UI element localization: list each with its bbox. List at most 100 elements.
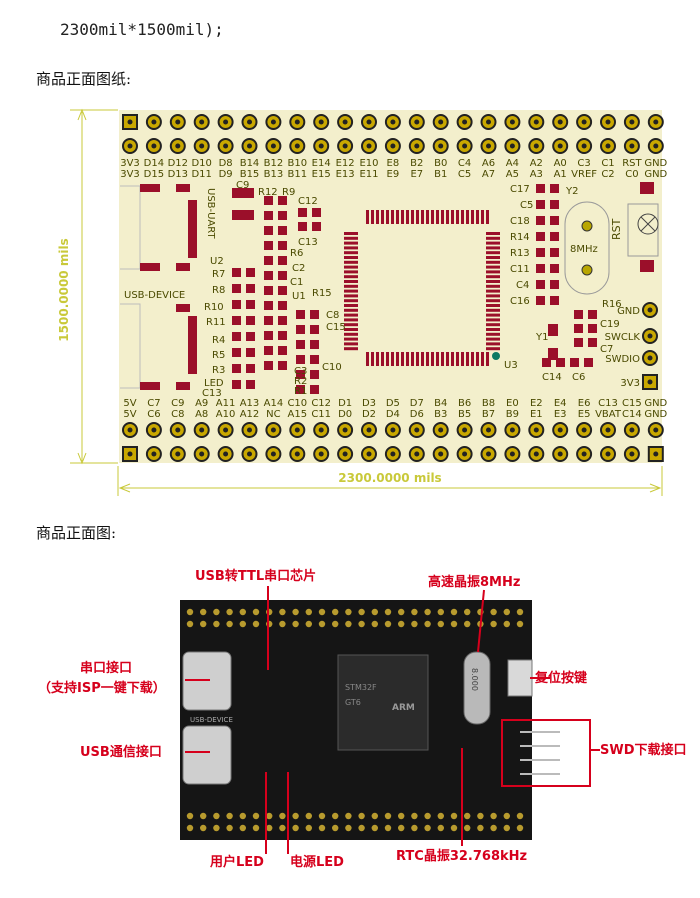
pin-label: A1 (554, 169, 567, 180)
smd-pad (310, 310, 319, 319)
photo-crystal (463, 651, 491, 725)
swd-label: SWDIO (605, 354, 640, 365)
smd-pad (232, 332, 241, 341)
component-label: R12 (258, 187, 278, 198)
smd-pad (542, 358, 551, 367)
pin-label: D10 (191, 158, 211, 169)
pin-label: C15 (622, 398, 642, 409)
pin-label: VBAT (595, 409, 622, 420)
smd-pad (264, 361, 273, 370)
pin-label: B8 (482, 398, 495, 409)
pin-label: C2 (601, 169, 614, 180)
pin-label: 5V (123, 409, 136, 420)
smd-pad (246, 348, 255, 357)
pin-label: RST (622, 158, 642, 169)
swd-label: GND (617, 306, 640, 317)
pin-label: E9 (387, 169, 400, 180)
callout-isp: （支持ISP一键下载） (38, 680, 166, 696)
smd-pad (246, 380, 255, 389)
smd-pad (588, 310, 597, 319)
smd-pad (550, 264, 559, 273)
smd-pad (278, 286, 287, 295)
photo-header-holes (186, 608, 524, 832)
photo-usb-device-label: USB-DEVICE (190, 716, 233, 724)
width-dim-label: 2300.0000 mils (338, 471, 441, 485)
smd-pad (536, 216, 545, 225)
smd-pad (264, 331, 273, 340)
pin-label: C5 (458, 169, 471, 180)
component-label: R8 (212, 285, 225, 296)
pin-label: E11 (359, 169, 378, 180)
pin-label: B12 (264, 158, 284, 169)
pin-label: B2 (410, 158, 423, 169)
pin-label: E12 (336, 158, 355, 169)
component-label: Y1 (535, 332, 548, 343)
callout-usb-ttl: USB转TTL串口芯片 (195, 568, 316, 584)
height-dimension (70, 108, 118, 465)
smd-pad (550, 280, 559, 289)
pin-label: B15 (240, 169, 260, 180)
smd-pad (232, 268, 241, 277)
usb-device-connector (120, 303, 197, 390)
pin-label: D15 (144, 169, 164, 180)
pin-label: D8 (219, 158, 233, 169)
pin-label: E4 (554, 398, 567, 409)
component-label: R3 (212, 365, 225, 376)
smd-pad (232, 188, 254, 198)
component-label: R4 (212, 335, 225, 346)
smd-pad (278, 316, 287, 325)
smd-pad (296, 310, 305, 319)
passive-pads (232, 184, 597, 394)
pin-label: A12 (240, 409, 260, 420)
pin-label: A4 (506, 158, 519, 169)
pin-label: C4 (458, 158, 471, 169)
pin-label: E13 (336, 169, 355, 180)
component-label: R13 (510, 248, 530, 259)
smd-pad (278, 196, 287, 205)
pin-label: A15 (288, 409, 308, 420)
smd-pad (550, 248, 559, 257)
intro-line: 2300mil*1500mil); (60, 20, 224, 39)
pin-label: E5 (578, 409, 591, 420)
svg-text:8MHz: 8MHz (570, 244, 598, 255)
crystal-8mhz: 8MHz (564, 201, 610, 295)
pin-label: B5 (458, 409, 471, 420)
smd-pad (550, 184, 559, 193)
pin-label: A9 (195, 398, 208, 409)
component-label: R2 (294, 376, 307, 387)
smd-pad (536, 264, 545, 273)
smd-pad (310, 355, 319, 364)
pin-label: A7 (482, 169, 495, 180)
pin-label: C12 (311, 398, 331, 409)
pin-label: A8 (195, 409, 208, 420)
smd-pad (232, 348, 241, 357)
smd-pad (536, 280, 545, 289)
component-label: C10 (322, 362, 342, 373)
photo-reset-button (507, 659, 533, 697)
pin-label: D11 (191, 169, 211, 180)
pin-label: D2 (362, 409, 376, 420)
header-pads (122, 114, 664, 462)
smd-pad (536, 248, 545, 257)
smd-pad (246, 300, 255, 309)
component-label: R5 (212, 350, 225, 361)
smd-pad (246, 316, 255, 325)
pin-label: C10 (287, 398, 307, 409)
smd-pad (278, 226, 287, 235)
component-label: R9 (282, 187, 295, 198)
component-label: LED (204, 378, 224, 389)
smd-pad (264, 286, 273, 295)
smd-pad (264, 211, 273, 220)
pin-label: D4 (386, 409, 400, 420)
pin-label: A13 (240, 398, 260, 409)
smd-pad (548, 324, 558, 336)
callout-serial: 串口接口 (80, 660, 132, 676)
photo-chip-text-2: GT6 (345, 698, 361, 707)
pin-label: D9 (219, 169, 233, 180)
pin-label: B4 (434, 398, 447, 409)
pin-label: C11 (311, 409, 331, 420)
callout-usb-comm: USB通信接口 (80, 744, 162, 760)
smd-pad (264, 271, 273, 280)
pin-label: E6 (578, 398, 591, 409)
